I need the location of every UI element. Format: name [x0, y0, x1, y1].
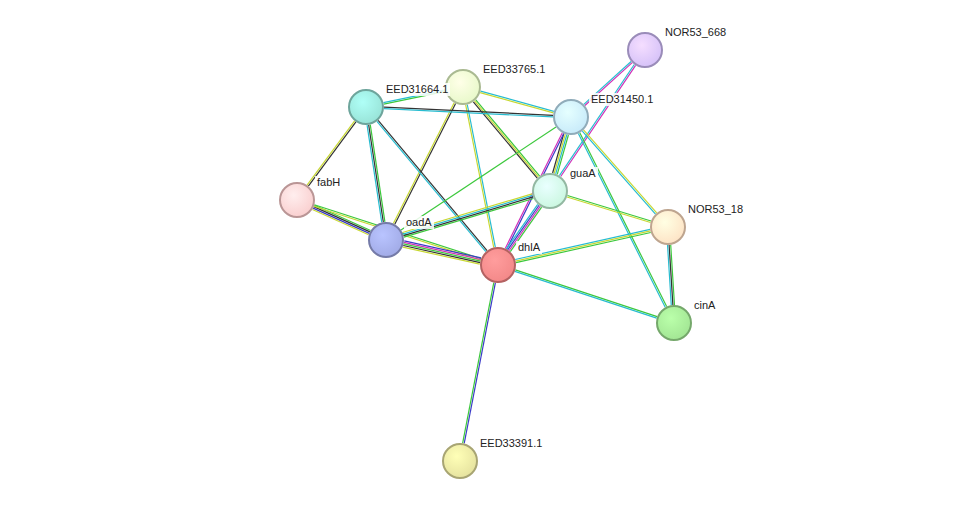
interaction-edge [515, 270, 657, 318]
protein-node: oadA [368, 222, 404, 258]
evidence-stroke [370, 125, 385, 222]
node-label: NOR53_668 [663, 26, 728, 39]
evidence-stroke [515, 270, 657, 317]
evidence-stroke [314, 205, 481, 259]
evidence-stroke [515, 229, 650, 259]
evidence-stroke [314, 206, 481, 260]
evidence-stroke [481, 91, 554, 111]
evidence-stroke [404, 244, 481, 261]
node-label: EED33391.1 [478, 437, 544, 450]
evidence-stroke [516, 232, 651, 262]
evidence-stroke [466, 105, 494, 248]
evidence-stroke [393, 103, 454, 224]
interaction-edge [480, 91, 554, 113]
evidence-stroke [515, 271, 657, 318]
evidence-stroke [567, 197, 651, 222]
evidence-stroke [403, 247, 480, 264]
evidence-stroke [313, 208, 369, 233]
evidence-stroke [367, 125, 382, 222]
evidence-stroke [476, 100, 540, 176]
protein-node: NOR53_668 [627, 32, 663, 68]
evidence-stroke [403, 194, 533, 233]
node-label: oadA [404, 216, 434, 229]
interaction-edge [403, 241, 481, 264]
node-label: guaA [568, 167, 598, 180]
protein-node: cinA [656, 305, 692, 341]
node-label: dhlA [516, 241, 542, 254]
interaction-edge [403, 194, 534, 237]
protein-node: EED31664.1 [348, 89, 384, 125]
node-label: EED31664.1 [384, 83, 450, 96]
interaction-edge [367, 125, 385, 223]
interaction-edge [466, 105, 496, 248]
protein-node: guaA [532, 173, 568, 209]
protein-node: EED33765.1 [445, 69, 481, 105]
evidence-stroke [403, 197, 533, 236]
interaction-edge [314, 205, 481, 260]
evidence-stroke [314, 207, 370, 232]
evidence-stroke [384, 107, 553, 115]
interaction-edge [668, 245, 675, 305]
evidence-stroke [516, 231, 651, 261]
evidence-stroke [384, 109, 553, 117]
interaction-edge [463, 283, 496, 444]
interaction-edge [384, 107, 553, 117]
protein-node: NOR53_18 [650, 209, 686, 245]
evidence-stroke [403, 195, 533, 234]
node-label: EED33765.1 [481, 63, 547, 76]
evidence-stroke [567, 195, 651, 220]
evidence-stroke [404, 242, 481, 259]
evidence-stroke [554, 134, 565, 173]
node-label: fabH [315, 176, 342, 189]
evidence-stroke [403, 245, 480, 262]
protein-node: EED33391.1 [442, 443, 478, 479]
evidence-stroke [464, 283, 495, 444]
interaction-edge [515, 229, 651, 262]
evidence-stroke [467, 105, 495, 248]
evidence-stroke [668, 245, 672, 305]
evidence-stroke [480, 93, 553, 113]
protein-node: fabH [279, 182, 315, 218]
protein-node: dhlA [480, 247, 516, 283]
node-label: EED31450.1 [589, 93, 655, 106]
protein-node: EED31450.1 [553, 99, 589, 135]
node-label: NOR53_18 [686, 203, 745, 216]
evidence-stroke [404, 198, 534, 237]
evidence-stroke [463, 283, 494, 444]
interaction-edge [393, 103, 455, 225]
node-label: cinA [692, 299, 717, 312]
evidence-stroke [395, 103, 456, 224]
evidence-stroke [369, 125, 384, 222]
interaction-edge [567, 195, 651, 222]
